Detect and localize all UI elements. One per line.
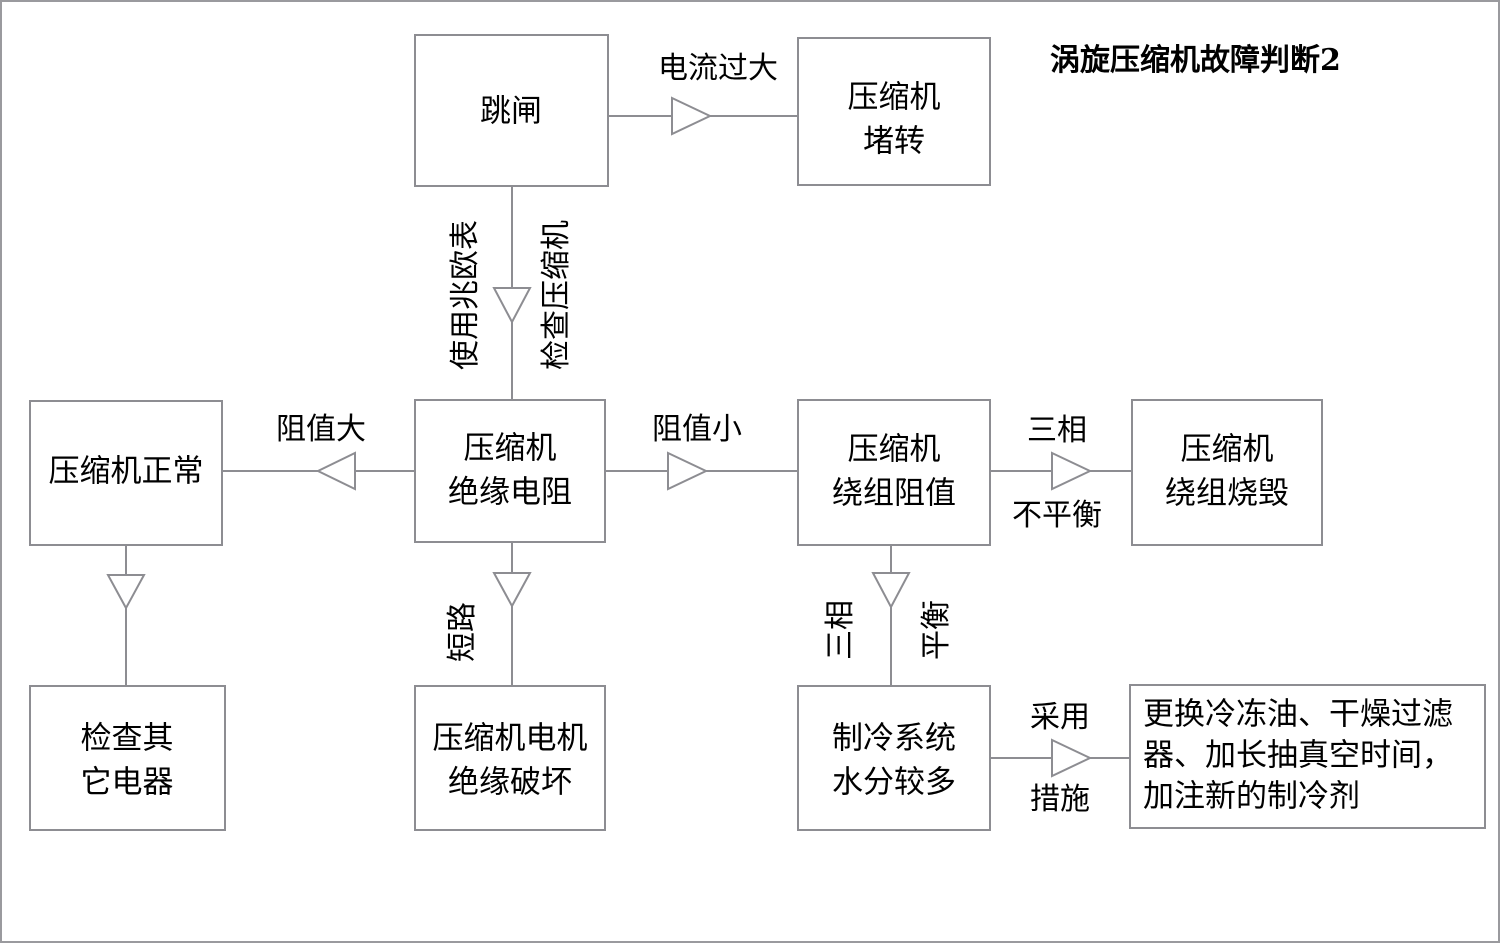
arrowhead-right-icon (671, 96, 713, 136)
edge-label-unbalanced: 不平衡 (1012, 498, 1102, 533)
edge-label-resistance-high: 阻值大 (276, 412, 366, 447)
node-winding-resistance[interactable]: 压缩机 绕组阻值 (797, 399, 991, 546)
edge-trip-to-insulation (492, 186, 532, 400)
node-label-trip: 跳闸 (480, 94, 542, 130)
node-motor-insulation-damage[interactable]: 压缩机电机 绝缘破坏 (414, 685, 606, 831)
arrowhead-down-icon (492, 287, 532, 325)
arrowhead-right-icon (667, 451, 709, 491)
node-box[interactable] (414, 399, 606, 543)
edge-moisture-to-remedy (990, 738, 1130, 778)
node-label-motor-damage-line1: 压缩机电机 (433, 721, 588, 757)
node-winding-burned[interactable]: 压缩机 绕组烧毁 (1131, 399, 1323, 546)
edge-label-use-megohmmeter: 使用兆欧表 (448, 220, 483, 370)
node-box[interactable] (29, 400, 223, 546)
node-label-stall-line2: 堵转 (863, 124, 925, 160)
edge-label-adopt: 采用 (1030, 700, 1090, 735)
edge-winding-to-burned (990, 451, 1132, 491)
node-label-moisture-line1: 制冷系统 (832, 721, 956, 757)
node-label-check-other-line2: 它电器 (81, 765, 174, 801)
node-label-winding-line1: 压缩机 (848, 432, 941, 468)
edge-normal-to-check-other (106, 545, 146, 686)
edge-label-balanced: 平衡 (919, 600, 954, 660)
node-label-compressor-normal: 压缩机正常 (49, 454, 204, 490)
edge-insulation-to-motor-damage (492, 542, 532, 686)
page-title: 涡旋压缩机故障判断2 (1050, 43, 1341, 78)
node-box[interactable] (1131, 399, 1323, 546)
node-label-stall-line1: 压缩机 (848, 80, 941, 116)
edge-label-resistance-low: 阻值小 (652, 412, 742, 447)
edge-label-check-compressor: 检查压缩机 (539, 220, 574, 370)
node-box[interactable] (1129, 684, 1486, 829)
arrowhead-down-icon (106, 574, 146, 611)
node-box[interactable] (797, 37, 991, 186)
node-label-check-other-line1: 检查其 (81, 721, 174, 757)
node-box[interactable] (29, 685, 226, 831)
node-box[interactable] (414, 34, 609, 187)
node-label-moisture-line2: 水分较多 (832, 765, 956, 801)
edge-label-three-phase: 三相 (1027, 413, 1087, 448)
arrowhead-down-icon (871, 572, 911, 610)
node-box[interactable] (797, 399, 991, 546)
node-insulation-resistance[interactable]: 压缩机 绝缘电阻 (414, 399, 606, 543)
node-label-burned-line1: 压缩机 (1181, 432, 1274, 468)
node-label-remedy-line2: 器、加长抽真空时间， (1143, 738, 1453, 774)
edge-label-short-circuit: 短路 (445, 602, 480, 662)
node-box[interactable] (414, 685, 606, 831)
node-label-motor-damage-line2: 绝缘破坏 (448, 765, 572, 801)
node-check-other[interactable]: 检查其 它电器 (29, 685, 226, 831)
node-label-burned-line2: 绕组烧毁 (1165, 476, 1289, 512)
edge-label-three-phase-2: 三相 (823, 600, 858, 660)
edge-insulation-to-winding (605, 451, 798, 491)
arrowhead-right-icon (1051, 451, 1093, 491)
edge-label-current-too-high: 电流过大 (658, 51, 778, 86)
node-label-insulation-line2: 绝缘电阻 (448, 475, 572, 511)
arrowhead-left-icon (315, 451, 356, 491)
node-label-winding-line2: 绕组阻值 (832, 476, 956, 512)
node-system-moisture[interactable]: 制冷系统 水分较多 (797, 685, 991, 831)
arrowhead-down-icon (492, 572, 532, 609)
node-label-insulation-line1: 压缩机 (464, 431, 557, 467)
node-box[interactable] (797, 685, 991, 831)
node-remedy[interactable]: 更换冷冻油、干燥过滤 器、加长抽真空时间， 加注新的制冷剂 (1129, 684, 1486, 829)
node-label-remedy-line1: 更换冷冻油、干燥过滤 (1143, 697, 1453, 733)
edge-insulation-to-normal (222, 451, 415, 491)
node-compressor-stall[interactable]: 压缩机 堵转 (797, 37, 991, 186)
arrowhead-right-icon (1051, 738, 1093, 778)
node-trip[interactable]: 跳闸 (414, 34, 609, 187)
edge-winding-to-moisture (871, 545, 911, 686)
edge-label-measures: 措施 (1030, 782, 1090, 817)
node-label-remedy-line3: 加注新的制冷剂 (1143, 779, 1360, 815)
edge-trip-to-stall (608, 96, 798, 136)
node-compressor-normal[interactable]: 压缩机正常 (29, 400, 223, 546)
